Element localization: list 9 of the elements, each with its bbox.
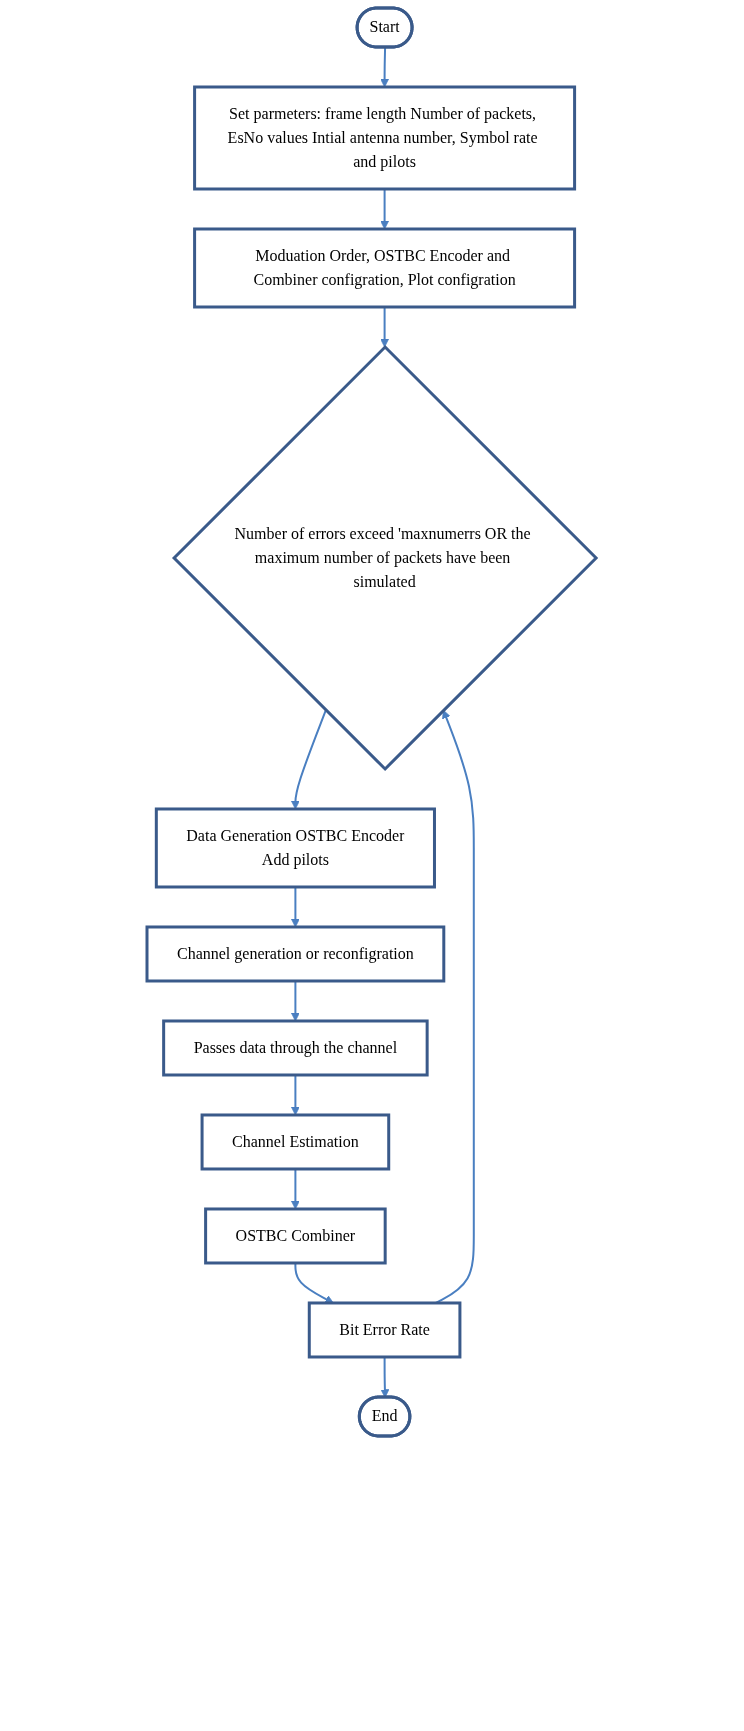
node-box: Data Generation OSTBC Encoder Add pilots [155,807,437,889]
node-diamond: Number of errors exceed 'maxnumerrs OR the maximum number of packets have been simulated [172,344,599,772]
node-box: Channel generation or reconfigration [145,925,446,983]
node-box: Set parmeters: frame length Number of packets, EsNo values Intial antenna number, Symbol rate and pilots [193,85,577,191]
node-box: Moduation Order, OSTBC Encoder and Combiner configration, Plot configration [193,227,577,309]
node-box: Channel Estimation [201,1113,391,1171]
node-box: Bit Error Rate [308,1301,462,1359]
node-box: OSTBC Combiner [204,1207,388,1265]
node-box: Passes data through the channel [162,1019,430,1077]
